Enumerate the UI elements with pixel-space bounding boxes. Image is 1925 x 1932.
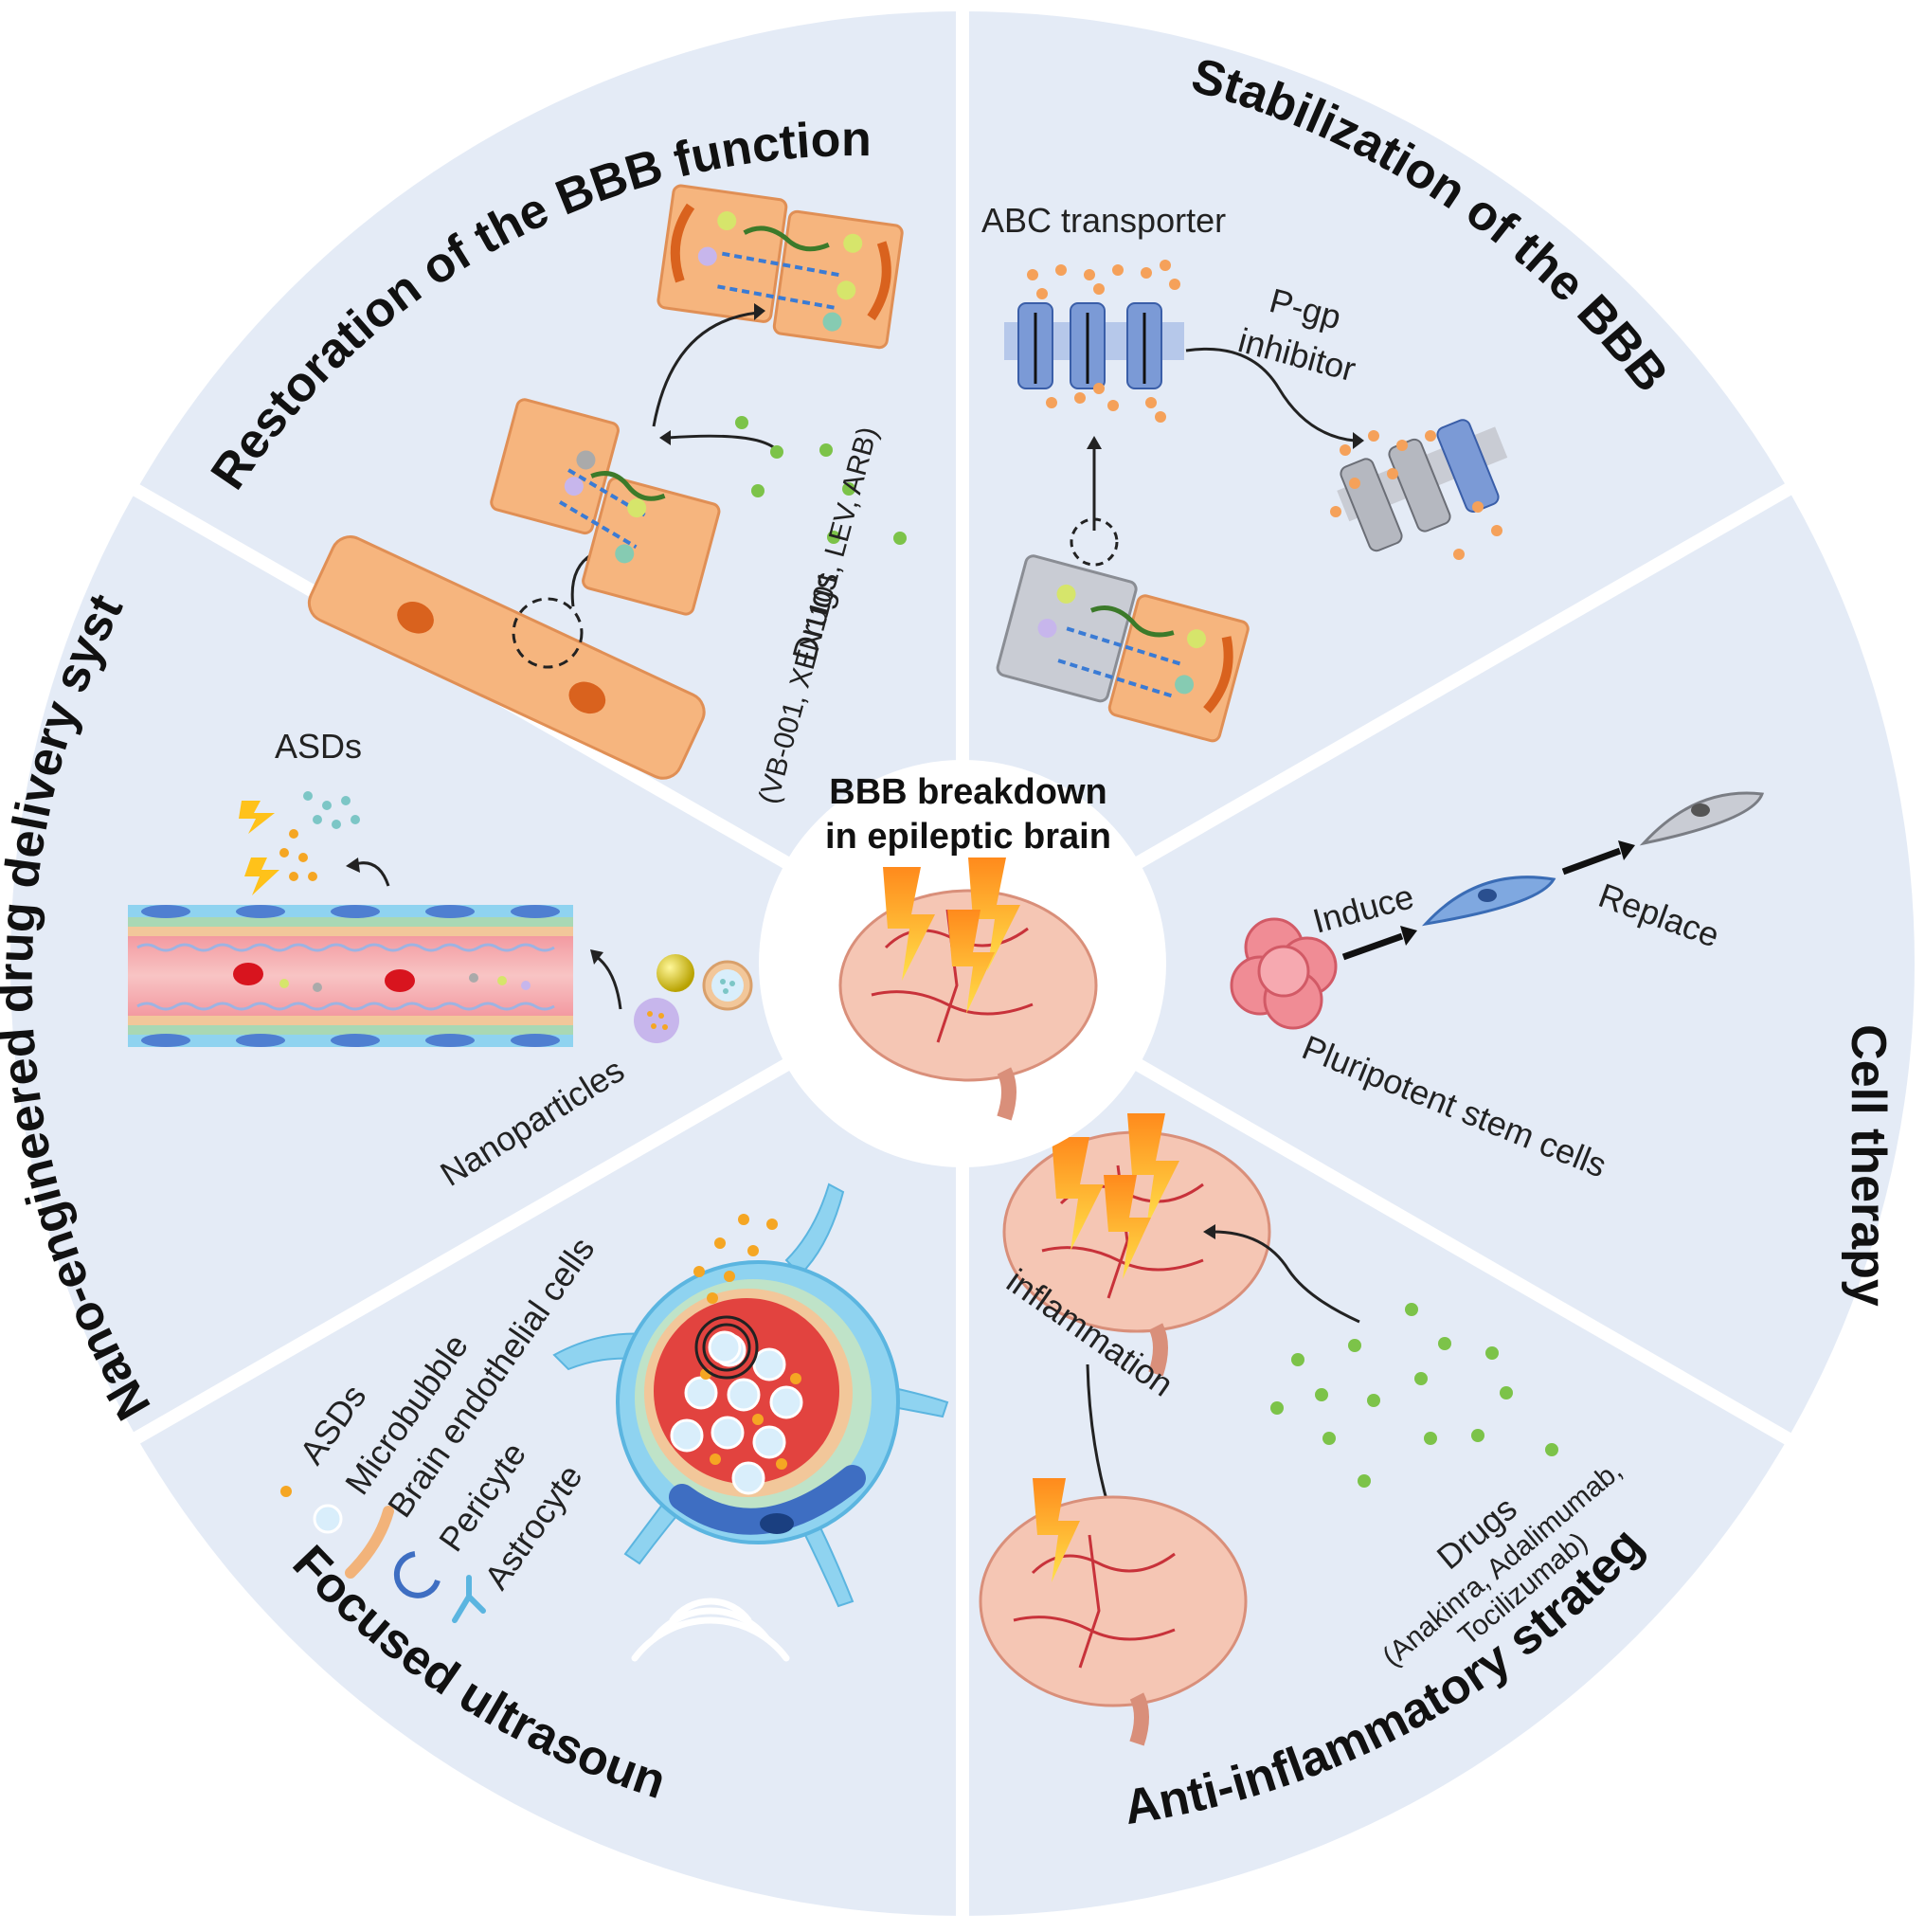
arrow-restore — [652, 311, 759, 427]
microbubbles — [670, 1330, 803, 1495]
red-blood-cell-1 — [233, 963, 263, 985]
endothelial-cell-strip — [307, 535, 706, 780]
arrow-release — [354, 861, 390, 887]
tight-junction-stabilization — [996, 554, 1250, 743]
arrow-inflammation-down — [1086, 1363, 1110, 1508]
legend-pericyte-icon — [393, 1551, 441, 1598]
zoom-circle-restoration — [512, 597, 584, 669]
arrow-drugs-to-brain — [1212, 1230, 1360, 1324]
abc-transporter-group — [1004, 302, 1184, 389]
tight-junction-damaged — [490, 398, 721, 616]
nanoparticle-liposome — [702, 960, 753, 1011]
arrow-into-vessel — [596, 955, 622, 1010]
center-bolt-3 — [947, 910, 995, 1014]
arrow-replace — [1561, 847, 1622, 876]
endothelial-cells-top — [141, 905, 560, 918]
title-cell-therapy: Cell therapy — [1841, 1024, 1896, 1307]
replaced-cell — [1639, 791, 1765, 846]
center-title-line2: in epileptic brain — [825, 817, 1111, 857]
center-bolt-2 — [968, 858, 1020, 971]
blood-vessel — [128, 905, 573, 1047]
asd-particles-nano — [279, 791, 360, 881]
brain-treated — [979, 1478, 1248, 1746]
vessel-lumen-bottom-edge — [136, 1002, 555, 1011]
stem-cell-cluster — [1230, 917, 1338, 1030]
legend-endothelial-icon — [345, 1506, 394, 1579]
red-blood-cell-2 — [385, 969, 415, 992]
nanoparticle-polymer — [634, 998, 679, 1043]
bolt-small — [1033, 1478, 1080, 1582]
legend-microbubble-icon — [313, 1504, 343, 1534]
legend-astrocyte-icon — [452, 1575, 486, 1623]
arrow-drugs-in — [667, 434, 779, 452]
nano-asds-label: ASDs — [275, 727, 362, 766]
substrate-particles-right — [1330, 430, 1502, 560]
center-brain-icon — [838, 858, 1098, 1121]
ultrasound-wave-icon — [631, 1598, 790, 1662]
legend-asds-icon — [280, 1486, 292, 1497]
center-title-line1: BBB breakdown — [829, 772, 1106, 812]
inhibited-transporter-group — [1337, 419, 1508, 552]
spark-icon-2 — [244, 858, 279, 895]
zoom-circle-stabilization — [1070, 517, 1119, 567]
abc-transporter-label: ABC transporter — [981, 201, 1226, 240]
asd-particles-ultrasound — [693, 1214, 801, 1470]
vessel-lumen-top-edge — [136, 943, 555, 952]
drug-particles-anti-inflammatory — [1270, 1303, 1558, 1488]
nanoparticle-gold — [657, 954, 694, 992]
spark-icon-1 — [239, 801, 275, 834]
center-hub: BBB breakdown in epileptic brain — [759, 760, 1166, 1167]
tight-junction-restored — [657, 184, 904, 350]
arrow-pgp — [1185, 347, 1356, 442]
nucleus-right — [568, 681, 606, 714]
bolt-3 — [1104, 1175, 1151, 1279]
endothelial-cells-bottom — [141, 1034, 560, 1047]
brain-inflamed — [1002, 1113, 1271, 1377]
nucleus-left — [397, 602, 434, 634]
stabilization-panel: ABC transporter P-gp inhibitor — [981, 201, 1508, 743]
ultrasound-burst-icon — [694, 1315, 759, 1380]
substrate-particles-top — [1027, 260, 1180, 423]
bolt-2 — [1127, 1113, 1179, 1227]
bolt-1 — [1052, 1137, 1104, 1251]
center-bolt-1 — [883, 867, 935, 981]
arrow-induce — [1341, 932, 1404, 961]
nano-panel: ASDs — [128, 727, 753, 1194]
drug-particles-restoration — [735, 416, 907, 545]
